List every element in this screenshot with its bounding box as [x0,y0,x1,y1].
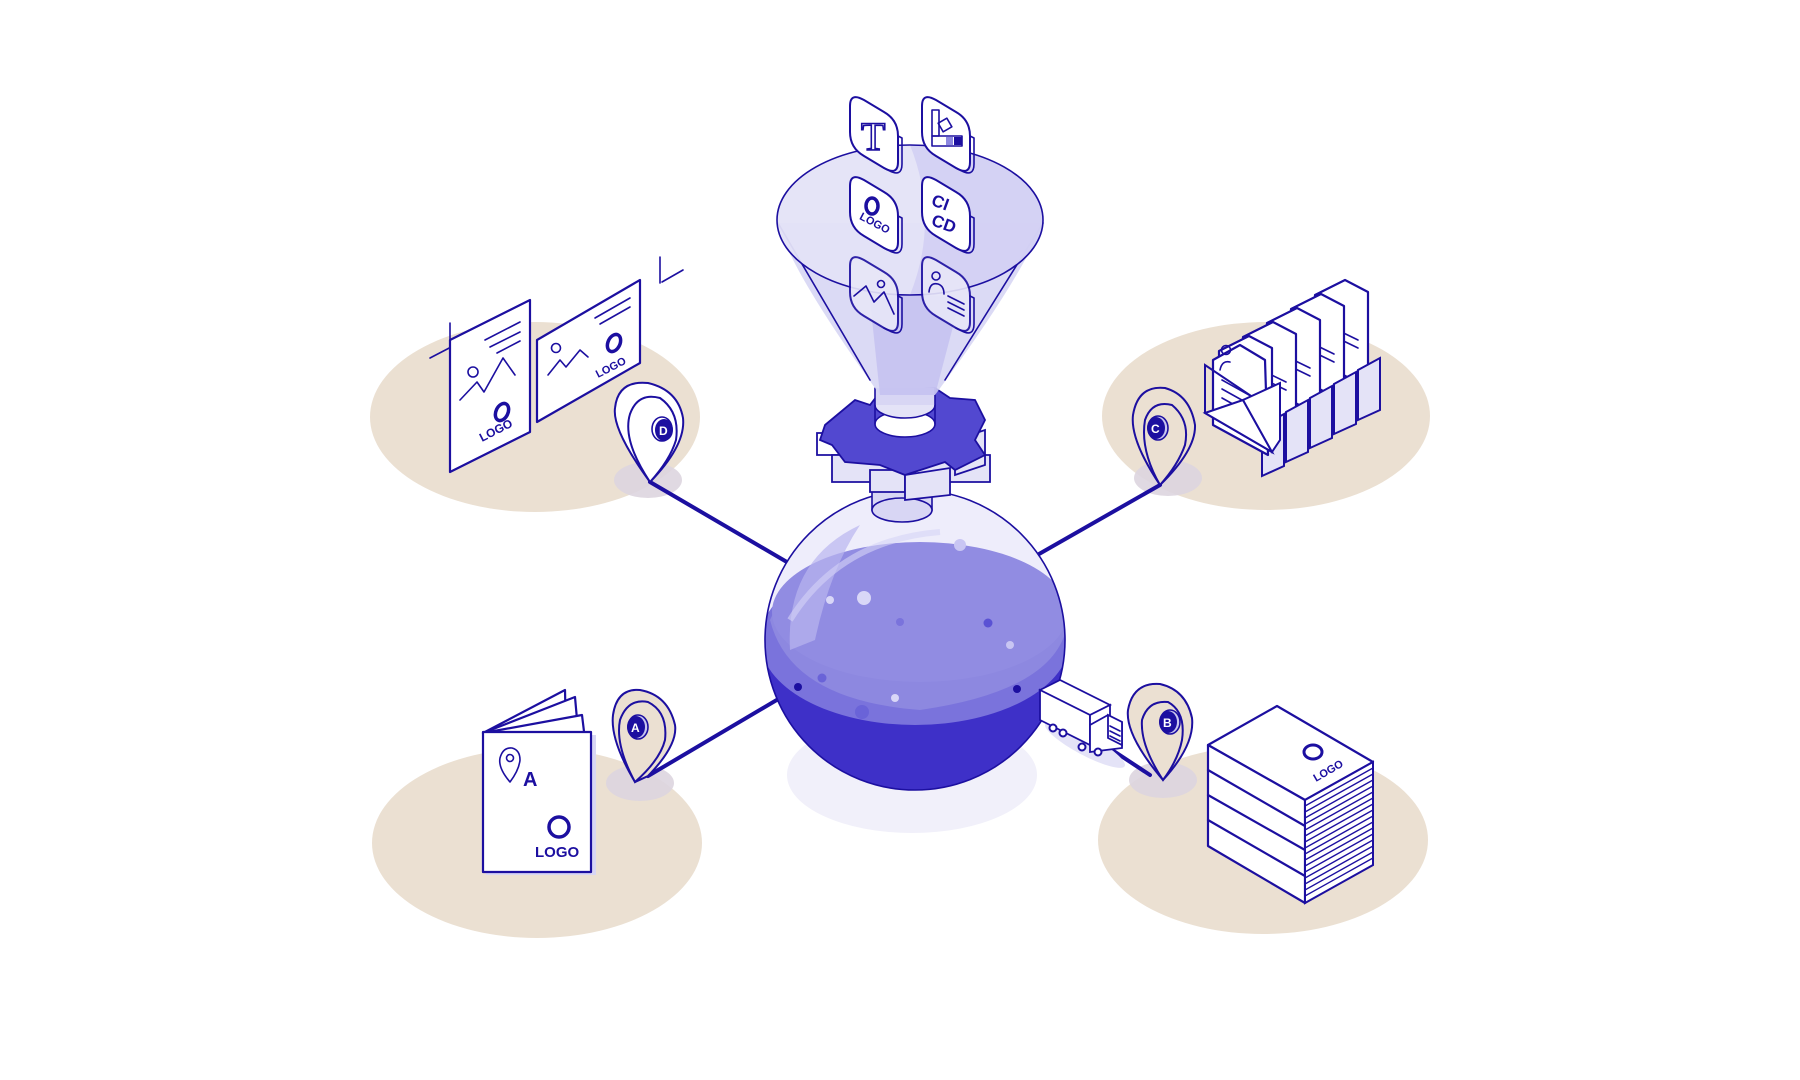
pin-d: D [613,381,685,484]
connector-a [646,686,799,778]
station-d-posters: LOGO LOGO [429,256,684,474]
front-envelope [1202,343,1281,457]
funnel-icons: T LOGO CI CD [849,96,975,334]
poster-portrait: LOGO [448,298,532,474]
funnel [776,144,1044,395]
delivery-truck-icon [1037,678,1126,768]
station-c-mailings [1202,278,1381,478]
station-a-brochure: A LOGO [481,688,596,875]
typography-icon: T [849,96,903,174]
svg-text:A: A [631,721,640,735]
svg-text:D: D [659,424,668,438]
svg-text:A: A [523,769,537,791]
ci-cd-icon: CI CD [921,176,975,254]
svg-text:C: C [1151,422,1160,436]
pin-c: C [1131,386,1197,487]
pin-a: A [611,688,677,784]
flask [764,489,1066,791]
connector-d [648,480,794,567]
svg-text:T: T [861,114,885,159]
svg-text:B: B [1163,716,1172,730]
person-text-icon [921,256,975,334]
gear [816,387,991,523]
image-icon [849,256,903,334]
sheet-edges [1304,767,1374,897]
color-palette-icon [921,96,975,174]
svg-text:CI: CI [929,191,951,215]
station-b-paper-stack: LOGO [1206,704,1375,905]
pin-shadow-a [606,765,674,801]
logo-tile-icon: LOGO [849,176,903,254]
svg-text:LOGO: LOGO [535,844,579,861]
poster-landscape: LOGO [535,278,642,424]
connector-c [1016,483,1162,568]
pin-b: B [1126,682,1194,782]
